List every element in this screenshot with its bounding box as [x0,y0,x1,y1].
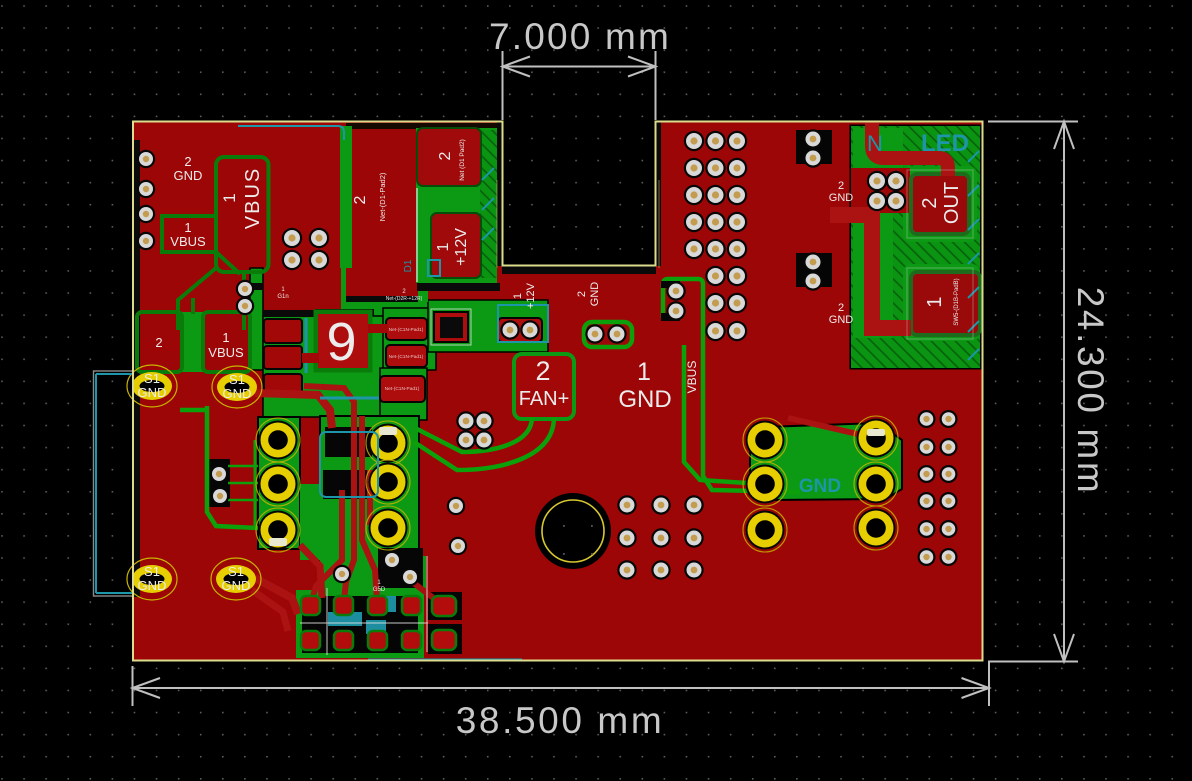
svg-text:VBUS: VBUS [208,345,244,360]
svg-text:SW5-(D1B-PadB): SW5-(D1B-PadB) [954,278,960,325]
svg-text:GND: GND [138,578,167,593]
svg-text:GND: GND [799,476,841,497]
svg-text:GND: GND [174,168,203,183]
svg-text:G5D: G5D [373,587,386,593]
svg-text:7.000 mm: 7.000 mm [489,16,671,57]
svg-text:Net-(C1N-Pad1): Net-(C1N-Pad1) [389,327,424,333]
svg-text:N: N [867,131,883,156]
svg-text:1: 1 [184,220,191,235]
svg-text:24.300 mm: 24.300 mm [1070,287,1111,496]
svg-text:2: 2 [352,195,369,204]
svg-text:1: 1 [281,287,285,293]
svg-text:S1: S1 [144,371,160,386]
svg-text:2: 2 [576,291,588,297]
svg-text:1: 1 [435,242,452,251]
svg-text:OUT: OUT [941,182,963,224]
svg-text:GND: GND [829,192,854,204]
svg-text:Net-(D1-Pad2): Net-(D1-Pad2) [378,172,387,221]
svg-text:Net-(C1N-Pad1): Net-(C1N-Pad1) [385,386,420,392]
svg-text:LED: LED [921,130,969,157]
svg-text:GND: GND [222,578,251,593]
svg-text:D1: D1 [403,259,414,272]
svg-text:2: 2 [838,302,844,314]
svg-text:GND: GND [589,282,601,307]
svg-text:2: 2 [838,180,844,192]
svg-text:1: 1 [924,296,946,307]
svg-text:1: 1 [220,193,239,202]
svg-text:VBUS: VBUS [170,234,206,249]
svg-text:Net (D1 Pad2): Net (D1 Pad2) [459,139,466,181]
svg-text:+12V: +12V [525,282,537,309]
svg-text:G1n: G1n [277,294,288,300]
svg-text:+12V: +12V [453,228,470,266]
svg-text:S1: S1 [144,564,160,579]
svg-text:GND: GND [618,386,671,413]
svg-text:38.500 mm: 38.500 mm [456,700,665,741]
svg-text:FAN+: FAN+ [519,388,570,410]
svg-text:Net-(D2R-+12R): Net-(D2R-+12R) [386,296,423,302]
svg-text:1: 1 [377,580,381,586]
svg-text:VBUS: VBUS [242,167,264,229]
svg-text:2: 2 [919,197,941,208]
svg-text:GND: GND [829,314,854,326]
svg-text:1: 1 [222,330,229,345]
svg-text:S1: S1 [228,564,244,579]
svg-text:VBUS: VBUS [685,361,699,394]
svg-text:2: 2 [402,289,406,295]
svg-text:9: 9 [326,312,356,372]
svg-text:2: 2 [184,154,191,169]
svg-text:S1: S1 [229,372,245,387]
svg-text:2: 2 [155,335,162,350]
svg-text:1: 1 [637,358,651,386]
svg-text:Net-(C1N-Pad1): Net-(C1N-Pad1) [389,354,424,360]
svg-text:2: 2 [437,151,454,160]
svg-text:1: 1 [512,293,524,299]
svg-text:GND: GND [138,385,167,400]
svg-text:GND: GND [223,386,252,401]
svg-text:2: 2 [535,356,550,386]
